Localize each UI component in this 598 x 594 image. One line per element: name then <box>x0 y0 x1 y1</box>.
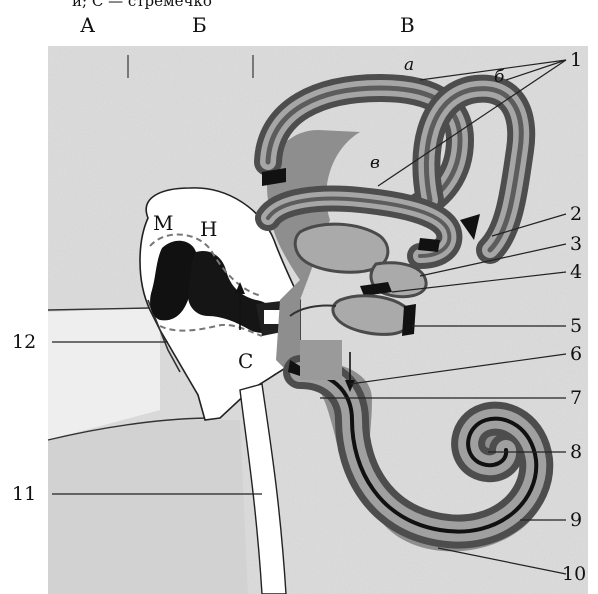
ossicle-label-stapes: С <box>238 349 253 373</box>
section-label-c: В <box>400 13 415 37</box>
ossicle-label-incus: Н <box>200 217 217 241</box>
callout-11: 11 <box>12 483 36 505</box>
callout-1: 1 <box>570 49 582 71</box>
section-label-b: Б <box>192 13 207 37</box>
canal-letter-a: а <box>404 55 414 75</box>
macula-saccule <box>402 304 416 336</box>
callout-12: 12 <box>12 331 36 353</box>
section-label-a: А <box>80 13 95 37</box>
outer-tissue-region <box>48 420 248 594</box>
ossicle-label-malleus: М <box>153 211 173 235</box>
callout-6: 6 <box>570 343 582 365</box>
callout-2: 2 <box>570 203 582 225</box>
caption-fragment: и; С — стремечко <box>72 0 212 10</box>
cochlea-base <box>300 340 342 380</box>
callout-8: 8 <box>570 441 582 463</box>
callout-10: 10 <box>562 563 586 585</box>
callout-5: 5 <box>570 315 582 337</box>
callout-4: 4 <box>570 261 582 283</box>
ampulla-c <box>418 238 440 252</box>
callout-3: 3 <box>570 233 582 255</box>
callout-9: 9 <box>570 509 582 531</box>
canal-letter-c: в <box>370 153 380 173</box>
callout-7: 7 <box>570 387 582 409</box>
